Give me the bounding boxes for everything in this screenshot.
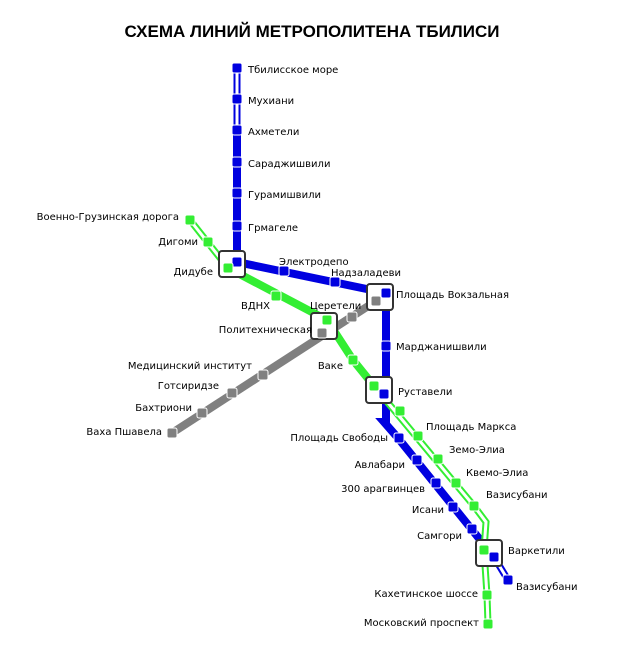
station-varketili-icon <box>488 551 500 563</box>
station-vdnkh-icon <box>270 290 282 302</box>
station-label-300_aragvintsev: 300 арагвинцев <box>341 484 425 495</box>
station-unnamed-icon <box>368 380 380 392</box>
station-rustaveli-icon <box>378 388 390 400</box>
station-label-ploshchad_marksa: Площадь Маркса <box>426 422 516 433</box>
station-voenno_gruzinskaya-icon <box>184 214 196 226</box>
station-nadzaladevi-icon <box>329 276 341 288</box>
station-label-vazha_pshavela: Ваха Пшавела <box>86 427 162 438</box>
station-label-med_institut: Медицинский институт <box>128 361 252 372</box>
station-unnamed-icon <box>231 256 243 268</box>
station-label-moskovsky: Московский проспект <box>364 618 479 629</box>
station-label-zemo_elia: Земо-Элиа <box>449 445 505 456</box>
station-label-rustaveli: Руставели <box>398 387 452 398</box>
station-label-politekhnicheskaya: Политехническая <box>219 325 312 336</box>
station-label-nadzaladevi: Надзаладеви <box>331 268 401 279</box>
station-didube-icon <box>222 262 234 274</box>
station-ploshchad_marksa-icon <box>412 430 424 442</box>
station-label-svobody: Площадь Свободы <box>290 433 388 444</box>
station-saradzhishvili-icon <box>231 156 243 168</box>
station-med_institut-icon <box>257 369 269 381</box>
station-label-isani: Исани <box>412 505 444 516</box>
station-label-didube: Дидубе <box>174 267 213 278</box>
station-label-avlabari: Авлабари <box>355 460 405 471</box>
station-vazisubani_blue-icon <box>502 574 514 586</box>
station-vokzalnaya-icon <box>380 287 392 299</box>
station-label-elektrodepo: Электродепо <box>279 257 349 268</box>
station-label-vazisubani_green: Вазисубани <box>486 490 548 501</box>
station-grmagele-icon <box>231 220 243 232</box>
station-label-bakhtrioni: Бахтриони <box>135 403 192 414</box>
station-unnamed-icon <box>370 295 382 307</box>
station-guramishvili-icon <box>231 187 243 199</box>
station-label-grmagele: Грмагеле <box>248 223 298 234</box>
station-unnamed-icon <box>394 405 406 417</box>
station-vake-icon <box>347 354 359 366</box>
station-label-saradzhishvili: Сараджишвили <box>248 159 330 170</box>
station-300_aragvintsev-icon <box>430 477 442 489</box>
station-label-vake: Ваке <box>318 361 343 372</box>
station-label-tbilisskoe_more: Тбилисское море <box>247 65 338 76</box>
station-kakhetinskoe-icon <box>481 589 493 601</box>
station-digomi-icon <box>202 236 214 248</box>
station-svobody-icon <box>393 432 405 444</box>
station-isani-icon <box>447 501 459 513</box>
station-vazisubani_green-icon <box>468 500 480 512</box>
station-unnamed-icon <box>346 311 358 323</box>
station-kvemo_elia-icon <box>450 477 462 489</box>
station-tbilisskoe_more-icon <box>231 62 243 74</box>
station-label-gotsiridze: Готсиридзе <box>158 381 219 392</box>
station-label-vokzalnaya: Площадь Вокзальная <box>396 290 509 301</box>
station-label-vdnkh: ВДНХ <box>241 301 270 312</box>
station-label-voenno_gruzinskaya: Военно-Грузинская дорога <box>37 212 179 223</box>
station-label-mardzhanishvili: Марджанишвили <box>396 342 487 353</box>
station-label-vazisubani_blue: Вазисубани <box>516 582 578 593</box>
station-mukhiani-icon <box>231 93 243 105</box>
station-samgori-icon <box>466 523 478 535</box>
station-vazha_pshavela-icon <box>166 427 178 439</box>
station-avlabari-icon <box>411 454 423 466</box>
station-tsereteli-icon <box>321 314 333 326</box>
station-bakhtrioni-icon <box>196 407 208 419</box>
station-politekhnicheskaya-icon <box>316 327 328 339</box>
station-moskovsky-icon <box>482 618 494 630</box>
station-label-kakhetinskoe: Кахетинское шоссе <box>374 589 478 600</box>
station-mardzhanishvili-icon <box>380 340 392 352</box>
station-label-akhmeteli: Ахметели <box>248 127 299 138</box>
station-label-digomi: Дигоми <box>158 237 198 248</box>
station-label-kvemo_elia: Квемо-Элиа <box>466 468 528 479</box>
station-label-tsereteli: Церетели <box>310 301 361 312</box>
station-akhmeteli-icon <box>231 124 243 136</box>
station-zemo_elia-icon <box>432 453 444 465</box>
station-label-mukhiani: Мухиани <box>248 96 294 107</box>
station-label-samgori: Самгори <box>417 531 462 542</box>
station-label-guramishvili: Гурамишвили <box>248 190 321 201</box>
station-label-varketili: Варкетили <box>508 546 565 557</box>
station-elektrodepo-icon <box>278 265 290 277</box>
station-gotsiridze-icon <box>226 387 238 399</box>
map-title: СХЕМА ЛИНИЙ МЕТРОПОЛИТЕНА ТБИЛИСИ <box>124 22 500 41</box>
station-unnamed-icon <box>478 544 490 556</box>
